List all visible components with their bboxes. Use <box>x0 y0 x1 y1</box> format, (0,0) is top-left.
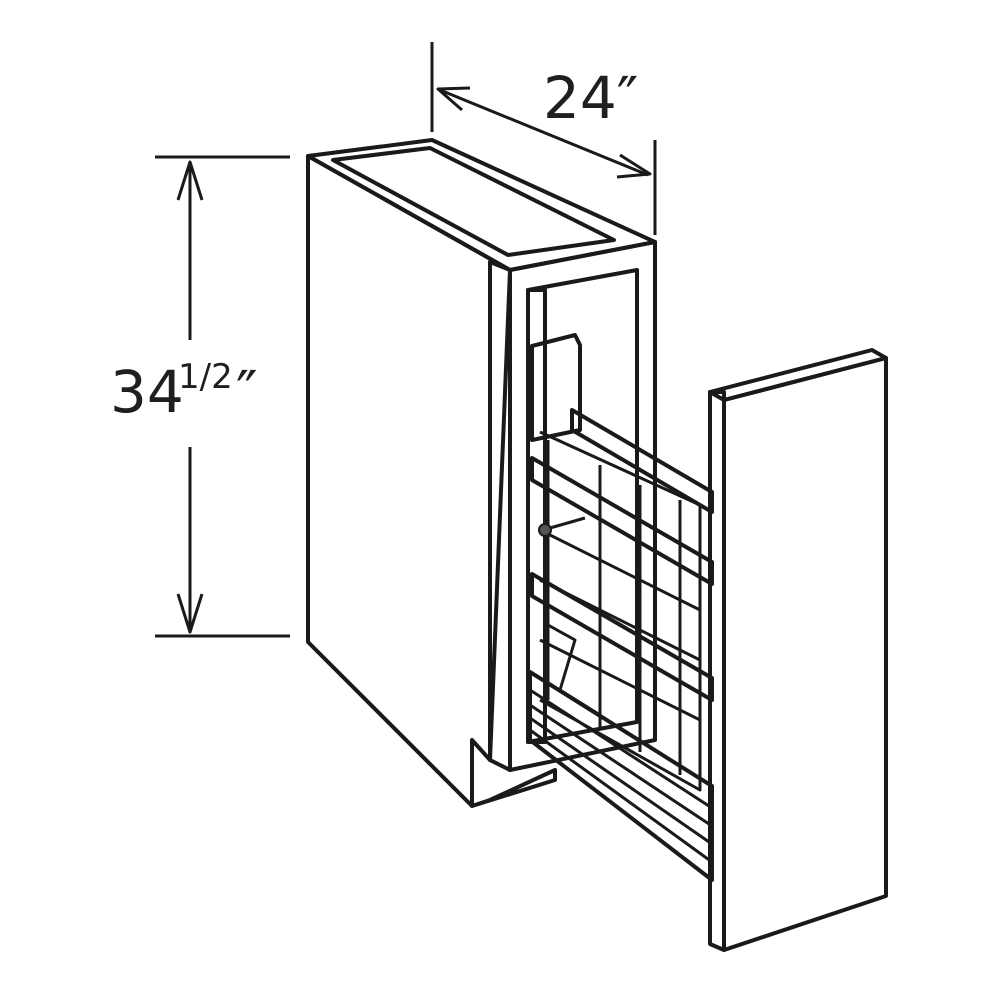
knob-icon <box>538 523 552 537</box>
depth-label: 24″ <box>543 64 638 132</box>
height-dimension: 34 1/2 ″ <box>110 155 290 638</box>
door-panel <box>708 348 888 952</box>
cabinet-body <box>306 138 657 808</box>
height-label-mark: ″ <box>236 358 258 426</box>
arrow-right-icon <box>616 153 652 179</box>
arrow-up-icon <box>176 160 204 201</box>
arrow-left-icon <box>436 86 471 112</box>
depth-dimension: 24″ <box>430 42 657 235</box>
height-label-whole: 34 <box>110 358 184 426</box>
height-label-fraction: 1/2 <box>178 357 233 397</box>
pullout-rack <box>528 408 714 882</box>
arrow-down-icon <box>176 593 204 634</box>
